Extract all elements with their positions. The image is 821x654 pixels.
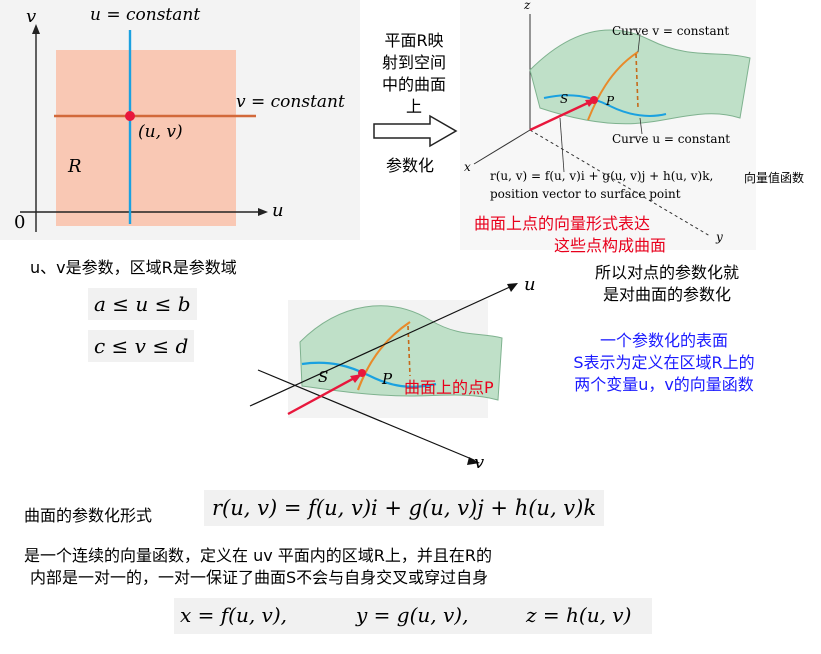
v-param-axis (257, 369, 475, 461)
mapping-label: 参数化 (386, 156, 435, 175)
mapping-arrow-icon (373, 114, 458, 148)
component-equations: x = f(u, v), y = g(u, v), z = h(u, v) (174, 598, 652, 634)
leader-vector (559, 117, 565, 173)
position-vector (529, 99, 593, 132)
surface-diagram (473, 14, 751, 237)
v-axis-arrow (32, 24, 40, 34)
uv-point (125, 111, 135, 121)
blue-note-line-2: S表示为定义在区域R上的 (573, 353, 755, 372)
param-form-label: 曲面的参数化形式 (24, 506, 153, 525)
uv-plane-diagram (20, 24, 268, 232)
component-z: z = h(u, v) (526, 603, 632, 627)
surface-panel: z x y Curve v = constant Curve u = const… (460, 0, 756, 250)
region-r-rect (56, 50, 236, 226)
blue-note-line-3: 两个变量u，v的向量函数 (574, 375, 754, 394)
y-axis (529, 129, 711, 237)
mapping-text: 平面R映 射到空间 中的曲面 上 (366, 30, 462, 118)
mapping-line-2: 射到空间 (381, 53, 446, 72)
param-form-desc-1: 是一个连续的向量函数，定义在 uv 平面内的区域R上，并且在R的 (24, 546, 493, 565)
mapping-line-3: 中的曲面 (381, 75, 446, 94)
mid-orange-dashed (407, 325, 411, 377)
right-note-line-1: 所以对点的参数化就 (594, 263, 739, 282)
curve-v-constant (587, 51, 639, 121)
mid-point-label: 曲面上的点P (404, 378, 494, 397)
right-note: 所以对点的参数化就 是对曲面的参数化 (572, 262, 762, 306)
vector-note: 向量值函数 (744, 171, 805, 185)
u-axis-label: u (272, 200, 284, 221)
curve-v-dashed (635, 53, 639, 109)
u-param-axis (249, 285, 513, 407)
v-param-axis-arrow (467, 457, 480, 465)
param-form-desc-2: 内部是一对一的，一对一保证了曲面S不会与自身交叉或穿过自身 (30, 568, 489, 587)
mid-orange-curve (356, 321, 411, 391)
surface-p-label: P (606, 94, 615, 108)
u-param-axis-arrow (507, 283, 518, 292)
mid-v-label: v (474, 452, 485, 473)
component-x: x = f(u, v), (180, 603, 288, 627)
blue-note: 一个参数化的表面 S表示为定义在区域R上的 两个变量u，v的向量函数 (536, 330, 792, 396)
curve-v-label: Curve v = constant (612, 24, 730, 38)
red-note-1: 曲面上点的向量形式表达 (474, 214, 651, 233)
surface-uv-diagram (249, 283, 518, 465)
curve-u-label: Curve u = constant (612, 132, 731, 146)
red-note-2: 这些点构成曲面 (554, 236, 667, 255)
mid-position-vector-head (350, 374, 362, 383)
surface-shape (529, 29, 751, 125)
param-domain-text: u、v是参数，区域R是参数域 (30, 258, 237, 277)
position-caption: position vector to surface point (490, 187, 681, 201)
right-note-line-2: 是对曲面的参数化 (602, 285, 731, 304)
leader-curve-u (639, 117, 643, 135)
mid-s-label: S (318, 368, 329, 386)
x-axis (473, 129, 531, 165)
mid-surface-point (358, 369, 366, 377)
mapping-line-4: 上 (405, 97, 422, 116)
inequality-u: a ≤ u ≤ b (88, 288, 197, 320)
mid-blue-curve (301, 361, 437, 388)
mid-p-label: P (382, 370, 393, 388)
mid-u-label: u (524, 274, 536, 295)
inequality-v: c ≤ v ≤ d (88, 330, 195, 362)
param-form-formula: r(u, v) = f(u, v)i + g(u, v)j + h(u, v)k (204, 490, 605, 526)
leader-curve-v (637, 33, 641, 53)
v-constant-label: v = constant (236, 92, 345, 112)
point-label: (u, v) (138, 122, 183, 142)
mid-position-vector (287, 374, 359, 416)
surface-s-label: S (560, 92, 569, 106)
component-y: y = g(u, v), (356, 603, 469, 627)
y-axis-label: y (716, 230, 723, 244)
u-constant-label: u = constant (90, 5, 201, 25)
vector-equation: r(u, v) = f(u, v)i + g(u, v)j + h(u, v)k… (490, 169, 714, 183)
uv-plane-panel: v u 0 u = constant v = constant (u, v) R (0, 0, 360, 240)
x-axis-label: x (464, 160, 471, 174)
mapping-line-1: 平面R映 (384, 31, 444, 50)
v-axis-label: v (26, 6, 37, 27)
u-axis-arrow (258, 208, 268, 216)
curve-u-constant (543, 94, 667, 117)
region-label: R (68, 156, 82, 177)
origin-label: 0 (14, 212, 26, 233)
blue-note-line-1: 一个参数化的表面 (599, 331, 728, 350)
surface-point (590, 96, 598, 104)
z-axis-label: z (524, 0, 531, 12)
